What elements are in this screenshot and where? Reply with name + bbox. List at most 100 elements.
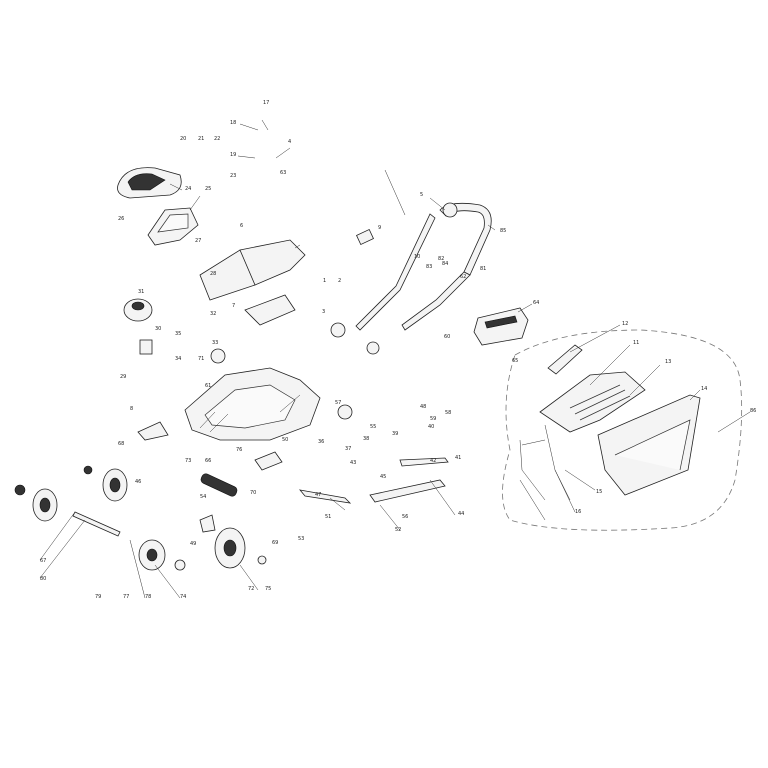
callout-74: 74: [180, 594, 186, 600]
motor-cover-inner: [157, 213, 189, 233]
callout-7: 7: [232, 303, 235, 309]
callout-1: 1: [323, 278, 326, 284]
callout-44: 44: [458, 511, 464, 517]
rear-flap: [254, 451, 283, 471]
callout-67: 67: [40, 558, 46, 564]
hub-cap: [14, 484, 26, 496]
callout-37: 37: [345, 446, 351, 452]
callout-55: 55: [370, 424, 376, 430]
top-cover-window: [127, 173, 166, 191]
bag-frame-rod-left: [519, 439, 546, 501]
callout-12: 12: [622, 321, 628, 327]
wheel-bushing: [257, 555, 267, 565]
callout-6: 6: [240, 223, 243, 229]
blade-adapter: [337, 404, 353, 420]
callout-38: 38: [363, 436, 369, 442]
callout-19: 19: [230, 152, 236, 158]
lower-handle-bar-right: [401, 271, 471, 331]
callout-63: 63: [280, 170, 286, 176]
callout-29: 29: [120, 374, 126, 380]
callout-81: 81: [480, 266, 486, 272]
callout-9: 9: [378, 225, 381, 231]
callout-53: 53: [298, 536, 304, 542]
side-vent-plate: [244, 294, 296, 326]
height-lever: [399, 457, 449, 467]
callout-39: 39: [392, 431, 398, 437]
drive-pulley: [330, 322, 346, 338]
rear-wheel-left: [138, 539, 166, 571]
callout-23: 23: [230, 173, 236, 179]
callout-76: 76: [236, 447, 242, 453]
safety-key: [356, 228, 374, 246]
callout-30: 30: [155, 326, 161, 332]
callout-40: 40: [428, 424, 434, 430]
callout-47: 47: [315, 492, 321, 498]
axle-bracket: [199, 514, 216, 533]
handle-knob: [366, 341, 380, 355]
callout-4: 4: [288, 139, 291, 145]
callout-73: 73: [185, 458, 191, 464]
callout-41: 41: [455, 455, 461, 461]
wheel-cap: [174, 559, 186, 571]
battery-contacts: [484, 315, 518, 329]
callout-75: 75: [265, 586, 271, 592]
callout-54: 54: [200, 494, 206, 500]
callout-22: 22: [214, 136, 220, 142]
callout-32: 32: [210, 311, 216, 317]
callout-69: 69: [272, 540, 278, 546]
callout-26: 26: [118, 216, 124, 222]
callout-35: 35: [175, 331, 181, 337]
callout-15: 15: [596, 489, 602, 495]
callout-82: 82: [438, 256, 444, 262]
callout-21: 21: [198, 136, 204, 142]
bag-frame-rod-right: [544, 424, 571, 501]
callout-80: 80: [40, 576, 46, 582]
callout-42: 42: [430, 458, 436, 464]
front-wheel-right: [102, 468, 128, 502]
callout-62: 62: [460, 274, 466, 280]
grass-bag-top-cover: [539, 371, 646, 433]
callout-57: 57: [335, 400, 341, 406]
rear-axle-bar: [369, 479, 446, 503]
callout-58: 58: [445, 410, 451, 416]
wheel-nut: [83, 465, 93, 475]
leader-lines: [39, 119, 751, 599]
callout-56: 56: [402, 514, 408, 520]
callout-14: 14: [701, 386, 707, 392]
callout-72: 72: [248, 586, 254, 592]
callout-61: 61: [205, 383, 211, 389]
callout-77: 77: [123, 594, 129, 600]
callout-27: 27: [195, 238, 201, 244]
callout-48: 48: [420, 404, 426, 410]
callout-24: 24: [185, 186, 191, 192]
deck-ribs: [199, 394, 301, 433]
callout-31: 31: [138, 289, 144, 295]
callout-50: 50: [282, 437, 288, 443]
callout-86: 86: [750, 408, 756, 414]
callout-5: 5: [420, 192, 423, 198]
callout-52: 52: [395, 527, 401, 533]
callout-8: 8: [130, 406, 133, 412]
callout-33: 33: [212, 340, 218, 346]
grass-bag-handle: [547, 344, 583, 375]
front-wheel-left: [32, 488, 58, 522]
callout-60: 60: [444, 334, 450, 340]
callout-49: 49: [190, 541, 196, 547]
mulching-plug: [137, 421, 169, 441]
callout-45: 45: [380, 474, 386, 480]
callout-83: 83: [426, 264, 432, 270]
callout-84: 84: [442, 261, 448, 267]
callout-13: 13: [665, 359, 671, 365]
callout-17: 17: [263, 100, 269, 106]
blade: [298, 489, 352, 504]
upper-housing-right: [239, 239, 306, 286]
rear-roller: [200, 473, 238, 497]
callout-25: 25: [205, 186, 211, 192]
grass-bag-group-outline: [502, 329, 743, 531]
grass-bag-cover-ribs: [569, 384, 631, 421]
callout-66: 66: [205, 458, 211, 464]
callout-79: 79: [95, 594, 101, 600]
callout-68: 68: [118, 441, 124, 447]
handle-switch-box: [442, 202, 458, 218]
